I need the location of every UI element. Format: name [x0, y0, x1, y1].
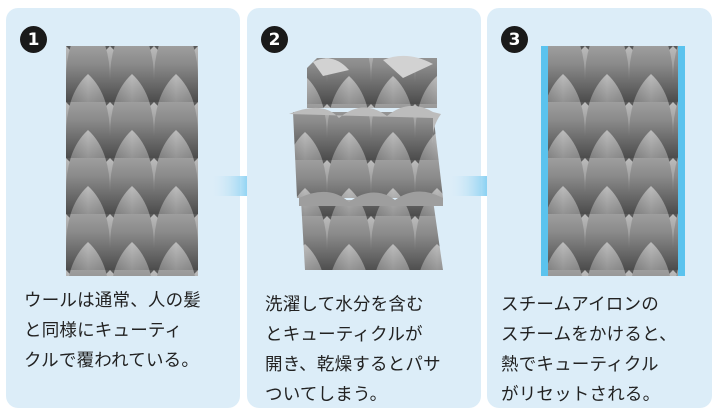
- wool-fiber-scales-reset: [541, 46, 685, 276]
- caption-line: スチームをかけると、: [501, 325, 677, 345]
- caption-line: 洗濯して水分を含む: [265, 295, 424, 315]
- step-3-number-badge: 3: [501, 26, 528, 53]
- step-3-caption: スチームアイロンの スチームをかけると、 熱でキューティクル がリセットされる。: [501, 290, 677, 410]
- step-2-number-badge: 2: [261, 26, 288, 53]
- step-1-caption: ウールは通常、人の髪 と同様にキューティ クルで覆われている。: [24, 286, 201, 376]
- wool-fiber-scales-open: [289, 55, 443, 270]
- caption-line: ついてしまう。: [265, 385, 388, 405]
- caption-line: スチームアイロンの: [501, 295, 659, 315]
- caption-line: クルで覆われている。: [24, 351, 200, 371]
- caption-line: がリセットされる。: [501, 385, 661, 405]
- caption-line: ウールは通常、人の髪: [24, 291, 201, 311]
- step-1-panel: 1 ウールは通常、人の髪 と同様にキューティ クルで覆われている。: [6, 8, 240, 408]
- caption-line: 熱でキューティクル: [501, 355, 659, 375]
- step-1-number-badge: 1: [20, 26, 47, 53]
- step-3-panel: 3 スチームアイロンの スチームをかけると、 熱でキューティクル がリセットされ…: [487, 8, 712, 408]
- step-2-panel: 2 洗濯して水分を含む とキューティクルが 開き、乾燥するとパサ ついてしまう。: [247, 8, 481, 408]
- caption-line: 開き、乾燥するとパサ: [265, 355, 441, 375]
- caption-line: とキューティクルが: [265, 325, 423, 345]
- wool-fiber-scales-closed: [66, 46, 198, 276]
- caption-line: と同様にキューティ: [24, 321, 183, 341]
- step-2-caption: 洗濯して水分を含む とキューティクルが 開き、乾燥するとパサ ついてしまう。: [265, 290, 441, 410]
